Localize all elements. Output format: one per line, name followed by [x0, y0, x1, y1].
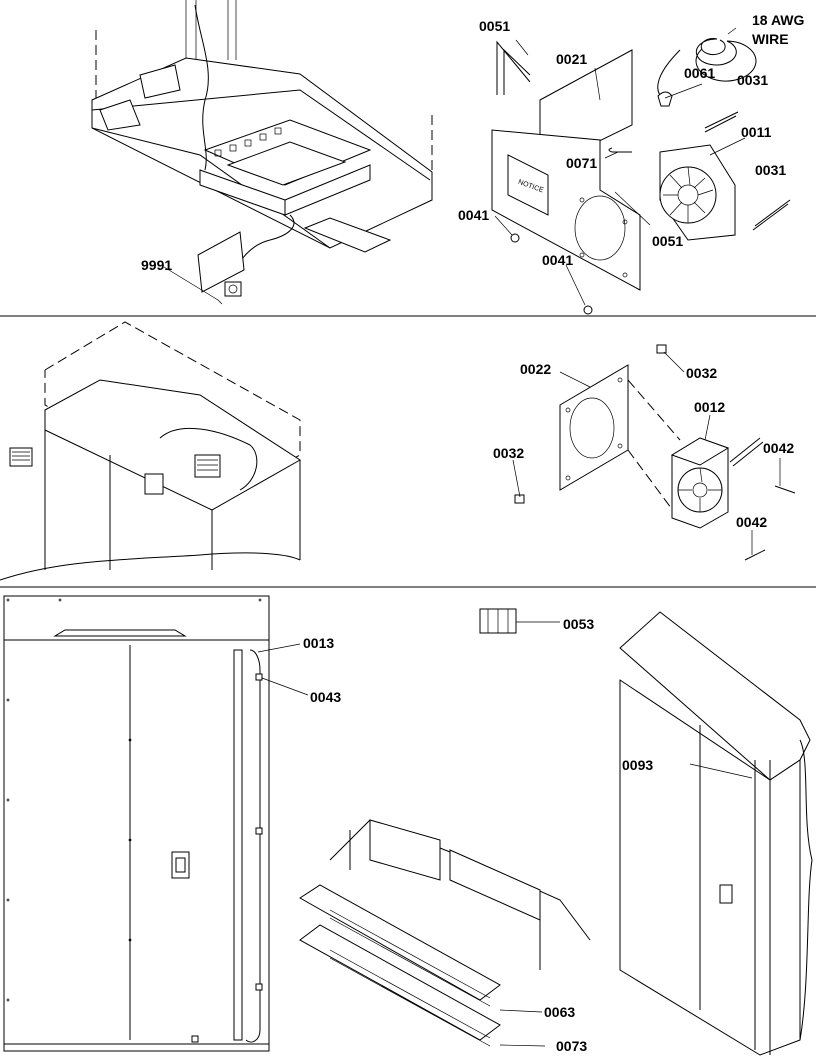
callout-0022: 0022: [520, 361, 551, 377]
callout-labels: 9991 0051 0021 18 AWG WIRE 0061 0031 001…: [141, 12, 804, 1054]
callout-0063: 0063: [544, 1004, 575, 1020]
callout-0041-left: 0041: [458, 207, 489, 223]
refrigerator-front: [3, 595, 309, 1052]
cabinet-top-perspective: [0, 321, 301, 581]
callout-0071: 0071: [566, 155, 597, 171]
callout-0012: 0012: [694, 399, 725, 415]
fan-shroud-exploded: [163, 27, 791, 315]
callout-0031-upper: 0031: [737, 72, 768, 88]
callout-0073: 0073: [556, 1038, 587, 1054]
fan-bracket-exploded: [512, 344, 796, 561]
callout-0043: 0043: [310, 689, 341, 705]
callout-0021: 0021: [556, 51, 587, 67]
callout-0093: 0093: [622, 757, 653, 773]
callout-0032-lower: 0032: [493, 445, 524, 461]
callout-0051-top: 0051: [479, 18, 510, 34]
panel-rivets: [6, 598, 262, 1002]
top-cabinet-drawing: [91, 0, 433, 305]
refrigerator-perspective: [619, 611, 813, 1056]
callout-9991: 9991: [141, 257, 172, 273]
callout-0051-lower: 0051: [652, 233, 683, 249]
callout-0013: 0013: [303, 635, 334, 651]
callout-0041-lower: 0041: [542, 252, 573, 268]
callout-0061: 0061: [684, 65, 715, 81]
callout-0042-upper: 0042: [763, 440, 794, 456]
callout-0042-lower: 0042: [736, 514, 767, 530]
callout-wire: WIRE: [752, 31, 789, 47]
callout-18awg: 18 AWG: [752, 12, 804, 28]
grille-exploded: [299, 608, 591, 1047]
callout-0031-lower: 0031: [755, 162, 786, 178]
callout-0053: 0053: [563, 616, 594, 632]
callout-0011: 0011: [741, 124, 772, 140]
callout-0032-upper: 0032: [686, 365, 717, 381]
